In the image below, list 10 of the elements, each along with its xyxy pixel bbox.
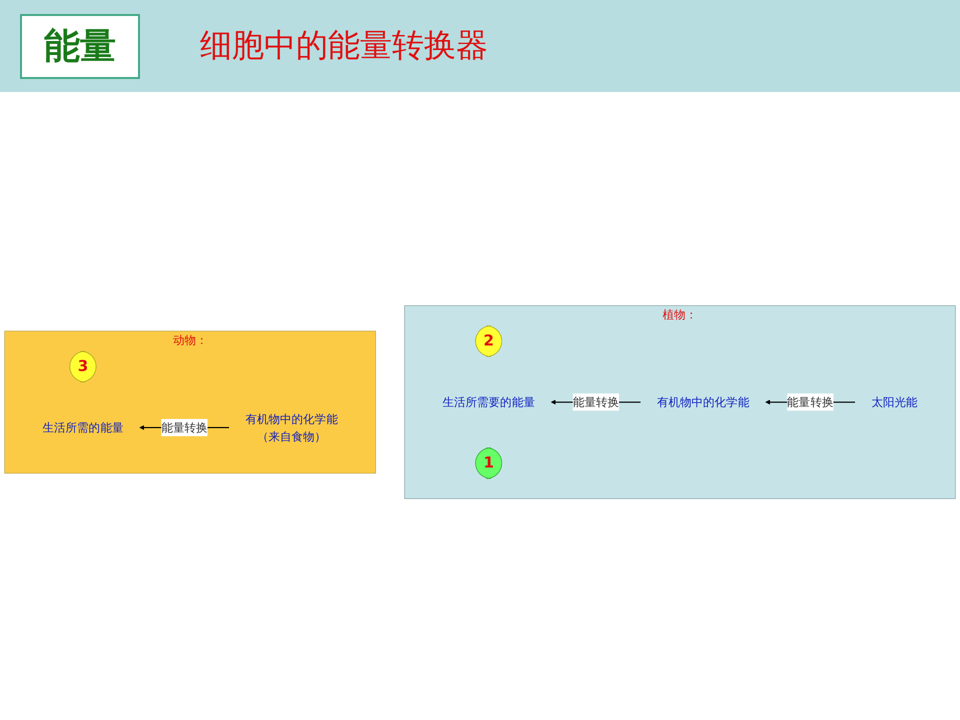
- banner-label: 能量: [20, 14, 140, 78]
- node-text: 生活所需要的能量: [442, 395, 535, 409]
- node-text: 太阳光能: [871, 395, 918, 409]
- node-text: 有机物中的化学能: [656, 395, 750, 409]
- edge-label: 能量转换: [572, 395, 619, 409]
- title: 细胞中的能量转换器: [200, 25, 488, 66]
- edge-label: 能量转换: [161, 420, 208, 434]
- edge-label: 能量转换: [787, 395, 834, 409]
- node-text: 生活所需的能量: [42, 420, 124, 434]
- node-text: 有机物中的化学能 （来自食物）: [245, 412, 338, 444]
